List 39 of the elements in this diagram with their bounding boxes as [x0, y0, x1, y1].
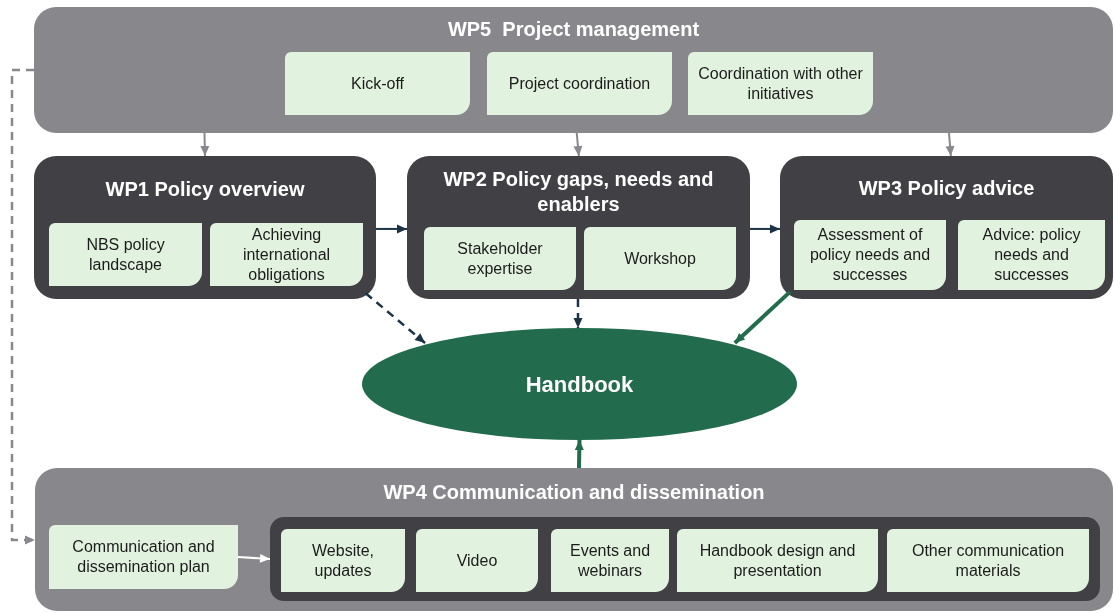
task-box: Events and webinars	[551, 529, 669, 592]
dashed-arrow	[573, 299, 583, 328]
task-box: Coordination with other initiatives	[688, 52, 873, 115]
panel-title: WP5 Project management	[447, 17, 700, 42]
work-package-panel	[407, 156, 750, 299]
task-box: Assessment of policy needs and successes	[794, 220, 946, 290]
task-box: Other communication materials	[887, 529, 1089, 592]
ellipse-label: Handbook	[525, 370, 634, 399]
handbook-ellipse	[362, 328, 797, 440]
work-package-band	[34, 7, 1113, 133]
dashed-arrow	[364, 292, 426, 344]
panel-title: WP3 Policy advice	[858, 175, 1035, 201]
task-box: Website, updates	[281, 529, 405, 592]
arrow	[733, 290, 792, 345]
work-package-band	[35, 468, 1113, 611]
work-package-panel	[34, 156, 376, 299]
panel-title: WP2 Policy gaps, needs and enablers	[442, 166, 715, 217]
task-box: Achieving international obligations	[210, 223, 363, 286]
task-box: Communication and dissemination plan	[49, 525, 238, 589]
arrow	[573, 132, 583, 157]
dashed-arrow	[10, 68, 35, 545]
task-box: Advice: policy needs and successes	[958, 220, 1105, 290]
task-box: Kick-off	[285, 52, 470, 115]
task-box: Project coordination	[487, 52, 672, 115]
panel-title: WP1 Policy overview	[105, 177, 305, 202]
arrow	[749, 224, 781, 234]
arrow	[200, 132, 210, 157]
task-box: NBS policy landscape	[49, 223, 202, 286]
panel-title: WP4 Communication and dissemination	[383, 480, 765, 505]
work-package-panel	[780, 156, 1113, 299]
task-group-box	[270, 517, 1100, 601]
task-box: Handbook design and presentation	[677, 529, 878, 592]
arrow	[945, 132, 955, 157]
task-box: Workshop	[584, 227, 736, 290]
task-box: Stakeholder expertise	[424, 227, 576, 290]
arrow	[574, 439, 584, 469]
task-box: Video	[416, 529, 538, 592]
arrow	[375, 224, 408, 234]
arrow	[237, 553, 271, 563]
